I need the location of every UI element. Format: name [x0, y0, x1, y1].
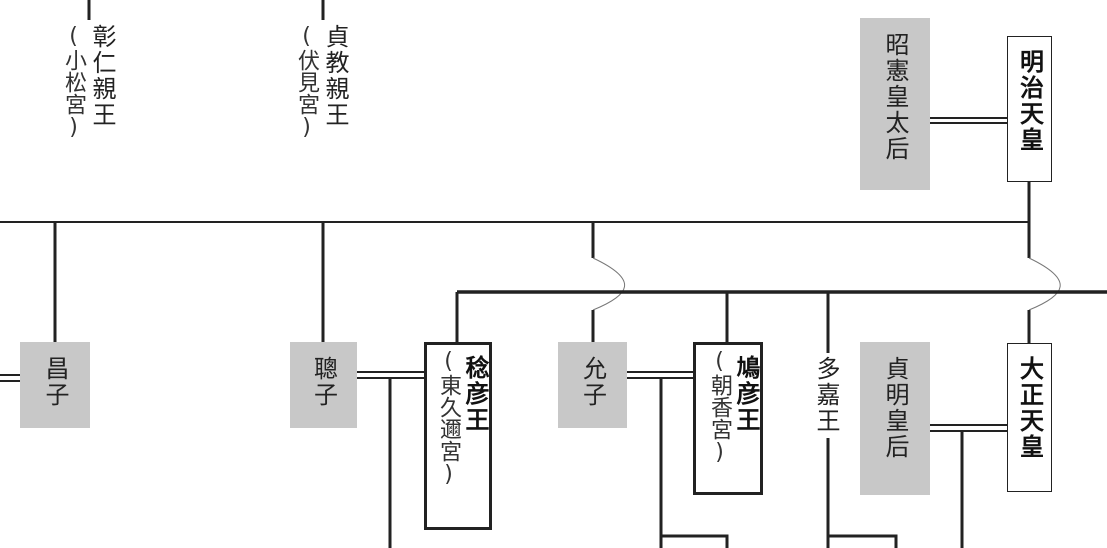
house-name: (小松宮) — [61, 24, 86, 140]
person-name: 聰子 — [309, 356, 338, 408]
house-name: (東久邇宮) — [436, 349, 461, 487]
person-name: 貞明皇后 — [881, 356, 909, 460]
person-nobuko[interactable]: 允子 — [558, 342, 627, 428]
person-masako[interactable]: 昌子 — [20, 342, 90, 428]
person-taka[interactable]: 多嘉王 — [812, 356, 840, 438]
person-name: 允子 — [578, 356, 607, 408]
person-sadanori[interactable]: 貞教親王 (伏見宮) — [293, 24, 349, 140]
person-teimei[interactable]: 貞明皇后 — [860, 342, 930, 495]
person-taisho[interactable]: 大正天皇 — [1007, 343, 1052, 492]
person-shoken[interactable]: 昭憲皇太后 — [860, 18, 930, 190]
house-name: (朝香宮) — [707, 349, 732, 465]
person-name: 昌子 — [41, 356, 69, 408]
person-yasuhiko[interactable]: 鳩彦王 (朝香宮) — [693, 342, 763, 495]
person-name: 稔彦王 — [461, 355, 489, 433]
person-meiji[interactable]: 明治天皇 — [1007, 36, 1052, 182]
person-name: 貞教親王 — [321, 24, 349, 128]
person-name: 明治天皇 — [1015, 49, 1044, 153]
person-name: 多嘉王 — [812, 356, 840, 434]
person-name: 大正天皇 — [1015, 356, 1044, 460]
person-name: 鳩彦王 — [732, 355, 760, 433]
person-toshiko[interactable]: 聰子 — [290, 342, 357, 428]
person-naruhiko[interactable]: 稔彦王 (東久邇宮) — [424, 342, 492, 530]
person-name: 昭憲皇太后 — [881, 32, 909, 162]
person-name: 彰仁親王 — [88, 24, 116, 128]
person-akihito[interactable]: 彰仁親王 (小松宮) — [60, 24, 116, 140]
house-name: (伏見宮) — [294, 24, 319, 140]
